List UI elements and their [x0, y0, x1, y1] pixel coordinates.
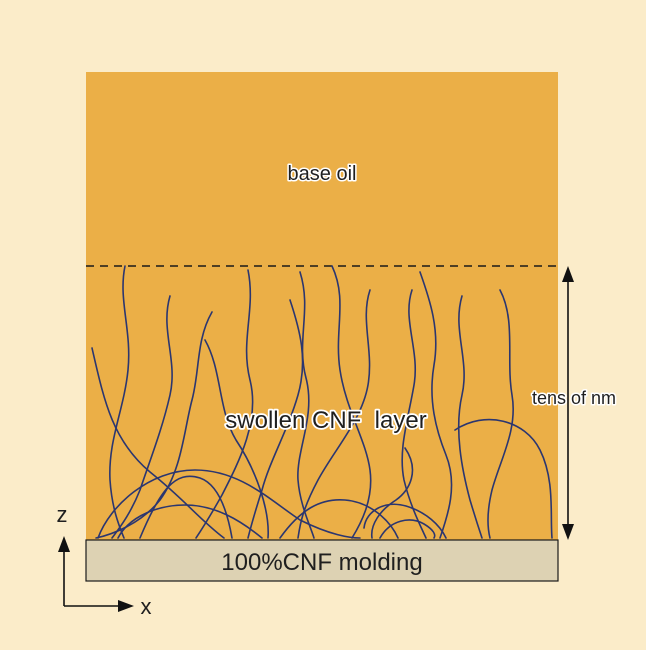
fiber — [95, 311, 213, 539]
axis-z-label: z — [57, 502, 68, 527]
thickness-arrow — [562, 266, 574, 540]
cnf-fibers — [91, 265, 553, 539]
fiber — [297, 271, 315, 539]
fiber — [97, 469, 361, 539]
fiber — [247, 299, 304, 539]
fiber — [419, 271, 453, 539]
fiber — [204, 339, 269, 539]
fiber — [111, 295, 173, 539]
fiber — [297, 289, 371, 539]
axis-x-label: x — [141, 594, 152, 619]
swollen-layer-label: swollen CNF layer — [225, 407, 426, 434]
molding-label: 100%CNF molding — [221, 549, 422, 576]
fiber — [371, 447, 414, 539]
base-oil-region — [86, 72, 558, 540]
fiber — [91, 347, 225, 539]
thickness-label: tens of nm — [532, 388, 616, 408]
fiber — [279, 499, 399, 539]
fiber — [457, 295, 483, 539]
base-oil-label: base oil — [288, 163, 357, 185]
fiber — [139, 475, 233, 539]
fiber — [487, 289, 514, 539]
fiber — [117, 504, 263, 539]
fiber — [401, 289, 427, 539]
axes-indicator — [58, 536, 134, 612]
fiber — [195, 269, 254, 539]
fiber — [331, 265, 372, 539]
fiber — [454, 418, 553, 539]
cnf-molding-substrate — [85, 539, 559, 582]
fiber — [109, 265, 130, 539]
fiber — [363, 503, 447, 539]
